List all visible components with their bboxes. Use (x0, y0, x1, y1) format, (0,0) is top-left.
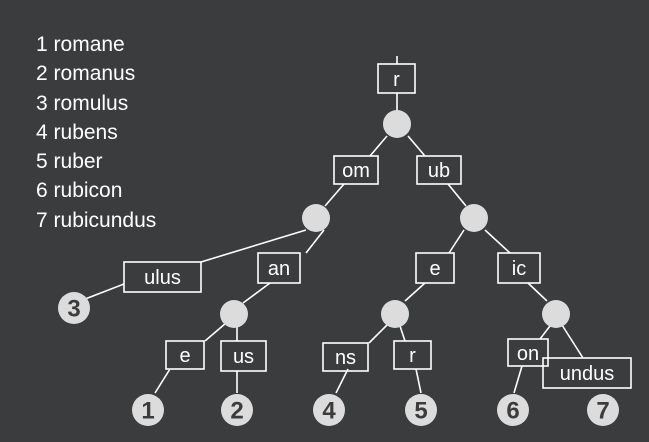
tree-node (381, 300, 409, 328)
edge-label-r: r (377, 63, 416, 94)
edge-label-on: on (507, 338, 549, 367)
edge (154, 368, 171, 394)
leaf-6: 6 (497, 394, 529, 426)
svg-text:undus: undus (560, 363, 615, 385)
edge (324, 183, 345, 207)
word-list-item: 1 romane (36, 33, 125, 56)
edge (447, 183, 467, 207)
svg-text:6: 6 (506, 398, 519, 425)
leaf-3: 3 (58, 292, 90, 324)
tree-node (542, 300, 570, 328)
edge-label-ub: ub (416, 155, 462, 185)
tree-node (460, 204, 488, 232)
svg-text:us: us (233, 346, 254, 368)
tree-nodes (220, 110, 570, 328)
svg-text:ic: ic (512, 258, 526, 280)
tree-node (383, 110, 411, 138)
svg-text:an: an (268, 258, 290, 280)
leaf-5: 5 (405, 394, 437, 426)
edge-label-ic: ic (497, 252, 541, 284)
tree-edges (79, 56, 584, 394)
edge (204, 322, 227, 342)
svg-text:5: 5 (414, 398, 427, 425)
edge (335, 368, 349, 394)
edge-label-ns: ns (322, 342, 369, 372)
edge (561, 324, 584, 359)
tree-node (302, 204, 330, 232)
word-list-item: 5 ruber (36, 150, 103, 174)
edge (407, 135, 426, 157)
edge-labels: r om ub ulus an e ic e (123, 63, 632, 389)
svg-text:3: 3 (67, 296, 80, 323)
leaf-7: 7 (587, 394, 619, 426)
leaf-2: 2 (221, 394, 253, 426)
svg-text:1: 1 (141, 398, 154, 425)
edge-label-ulus: ulus (123, 261, 202, 293)
svg-text:ulus: ulus (144, 267, 181, 289)
edge-label-om: om (333, 155, 379, 185)
edge (79, 283, 125, 302)
svg-text:e: e (179, 345, 190, 367)
tree-leaves: 3 1 2 4 5 6 7 (58, 292, 619, 426)
leaf-1: 1 (132, 394, 164, 426)
svg-text:on: on (517, 343, 539, 365)
edge-label-e: e (165, 340, 205, 370)
word-list: 1 romane 2 romanus 3 romulus 4 rubens 5 … (36, 30, 156, 235)
edge (448, 229, 465, 254)
word-list-item: 7 rubicundus (36, 208, 157, 232)
edge (484, 229, 511, 254)
svg-text:4: 4 (322, 398, 336, 425)
edge (399, 325, 406, 342)
tree-node (220, 300, 248, 328)
word-list-item: 6 rubicon (36, 179, 123, 203)
edge-label-e: e (415, 252, 455, 284)
svg-text:om: om (342, 160, 370, 182)
word-list-item: 3 romulus (36, 91, 129, 115)
svg-text:e: e (429, 258, 440, 280)
svg-text:7: 7 (596, 398, 609, 425)
edge (527, 282, 548, 302)
edge (369, 135, 388, 157)
edge-label-an: an (257, 252, 301, 284)
word-list-item: 2 romanus (36, 62, 136, 86)
edge (513, 365, 523, 394)
edge (404, 282, 426, 302)
svg-text:ns: ns (335, 347, 356, 369)
edge (242, 282, 271, 304)
edge (305, 229, 325, 254)
edge (200, 229, 307, 263)
svg-text:2: 2 (230, 398, 243, 425)
edge-label-undus: undus (542, 357, 632, 389)
edge (368, 324, 388, 344)
edge-label-r: r (393, 340, 432, 370)
edge (415, 368, 422, 394)
edge-label-us: us (220, 340, 267, 372)
svg-text:r: r (409, 345, 416, 367)
word-list-item: 4 rubens (36, 120, 118, 144)
svg-text:r: r (393, 69, 400, 91)
leaf-4: 4 (313, 394, 345, 426)
svg-text:ub: ub (428, 160, 450, 182)
edge (539, 325, 551, 340)
